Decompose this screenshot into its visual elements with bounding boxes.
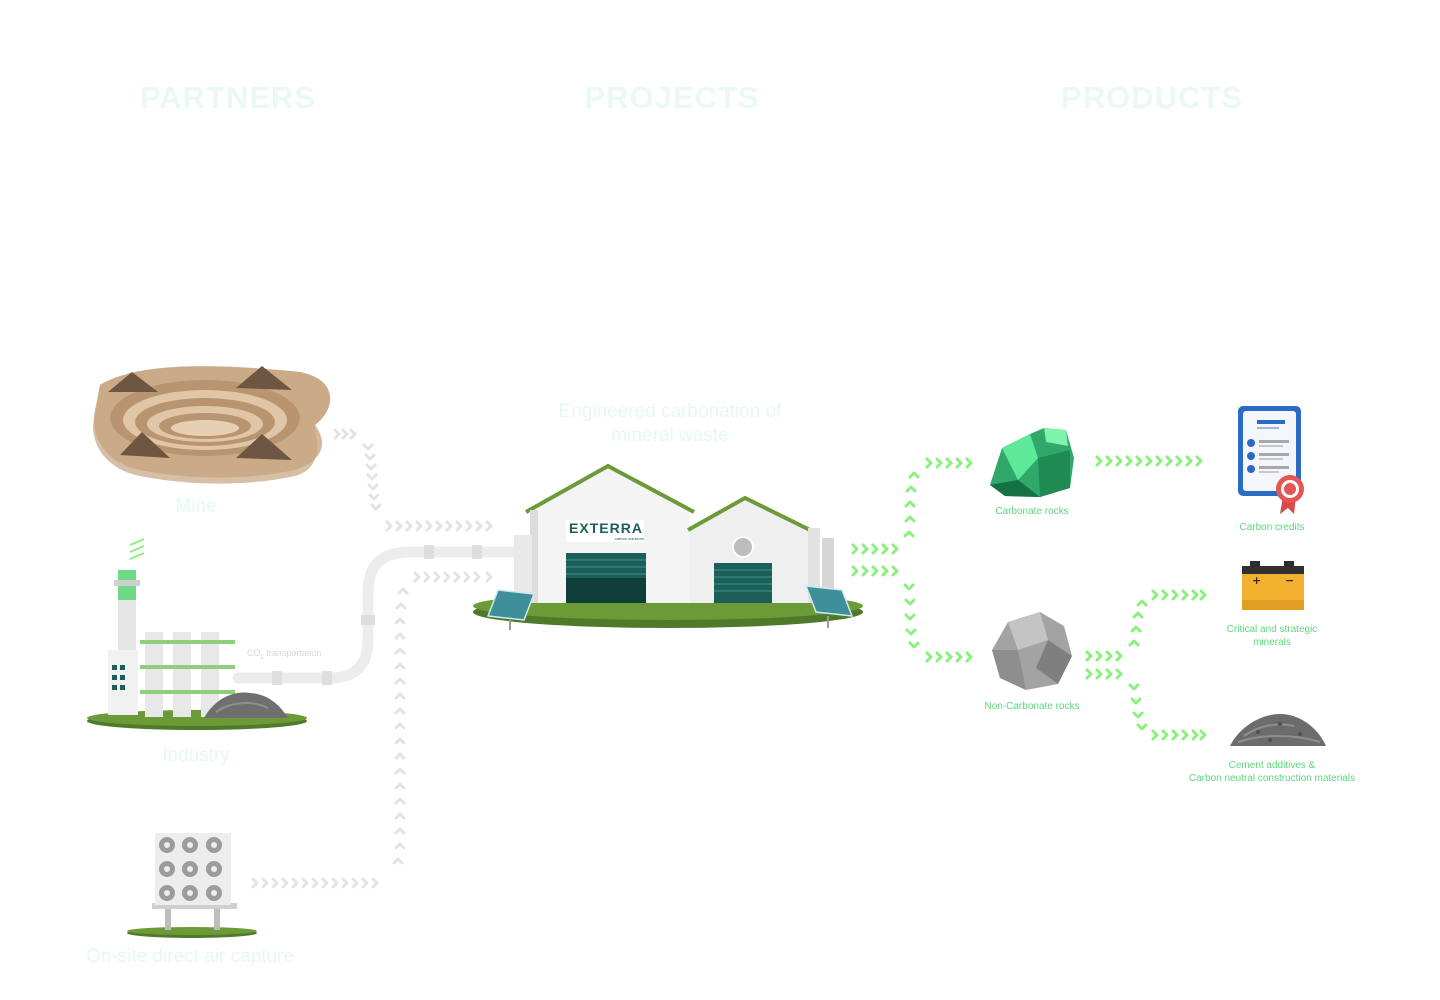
label-critical-line2: minerals — [1253, 637, 1291, 648]
arrow-mine-to-plant — [333, 428, 493, 532]
brand-logo: EXTERRA — [569, 520, 643, 536]
svg-text:−: − — [1285, 574, 1294, 587]
arrow-carbonate-to-credits — [1095, 455, 1203, 467]
pipe-label-suffix: transportation — [263, 648, 322, 658]
pipe-label-sub: 2 — [260, 654, 264, 661]
header-projects: PROJECTS — [584, 80, 760, 115]
label-dac: On-site direct air capture — [85, 946, 295, 967]
arrow-plant-to-noncarbonate — [851, 565, 973, 663]
aggregate-pile-icon — [1230, 714, 1326, 746]
industry-illustration — [87, 538, 307, 730]
mine-illustration — [93, 366, 331, 484]
project-title-line1: Engineered carbonation of — [558, 401, 782, 422]
svg-text:+: + — [1252, 574, 1261, 587]
battery-icon: + − — [1242, 561, 1304, 610]
plant-illustration — [473, 463, 863, 630]
carbonate-rock-illustration — [990, 428, 1074, 497]
label-cement-line2: Carbon neutral construction materials — [1188, 773, 1356, 784]
arrow-noncarbonate-to-cement — [1085, 668, 1207, 741]
label-carbonate-rocks: Carbonate rocks — [995, 506, 1069, 517]
project-title: Engineered carbonation of mineral waste — [520, 400, 820, 448]
header-partners: PARTNERS — [139, 80, 317, 115]
label-critical-minerals: Critical and strategic minerals — [1200, 623, 1344, 649]
arrow-noncarbonate-to-minerals — [1085, 589, 1207, 662]
label-non-carbonate-rocks: Non-Carbonate rocks — [984, 701, 1080, 712]
label-industry: Industry — [162, 745, 230, 766]
label-critical-line1: Critical and strategic — [1226, 624, 1318, 635]
header-products: PRODUCTS — [1061, 80, 1243, 115]
label-cement-line1: Cement additives & — [1228, 760, 1316, 771]
label-carbon-credits: Carbon credits — [1239, 522, 1305, 533]
dac-illustration — [127, 833, 257, 938]
co2-pipe — [232, 545, 521, 685]
non-carbonate-rock-illustration — [992, 612, 1072, 690]
arrow-plant-to-carbonate — [851, 457, 973, 555]
project-title-line2: mineral waste — [611, 425, 729, 446]
label-mine: Mine — [175, 496, 217, 517]
pipe-label: CO2 transportation — [247, 648, 321, 661]
brand-tagline: carbon solutions — [614, 536, 644, 541]
certificate-icon — [1238, 406, 1304, 514]
label-cement: Cement additives & Carbon neutral constr… — [1162, 759, 1382, 785]
pipe-label-prefix: CO — [247, 648, 261, 658]
